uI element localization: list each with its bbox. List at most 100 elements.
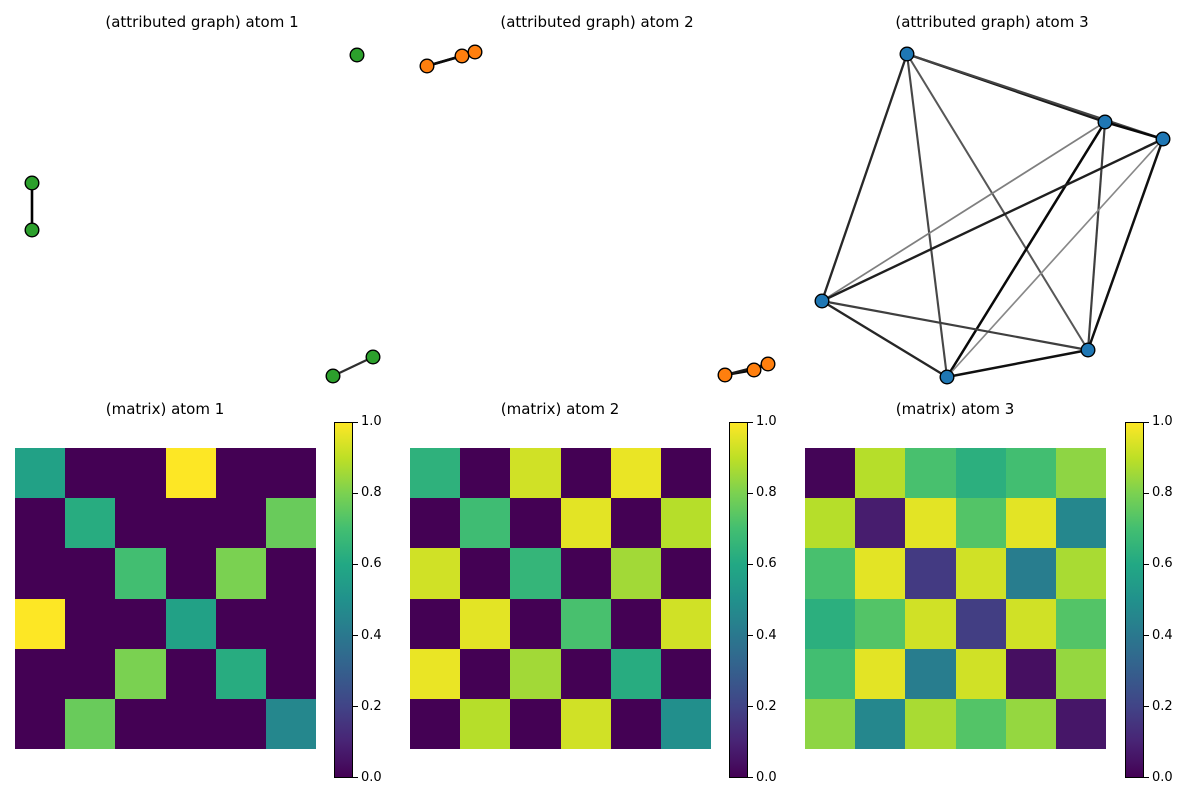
heatmap-cell — [805, 648, 856, 699]
colorbar-tick-label: 0.4 — [1152, 627, 1173, 643]
heatmap-cell — [660, 598, 711, 649]
heatmap-cell — [855, 448, 906, 499]
heatmap-cell — [115, 498, 166, 549]
colorbar-tick — [748, 563, 753, 566]
heatmap-cell — [660, 698, 711, 749]
colorbar-tick-label: 0.0 — [1152, 770, 1173, 785]
heatmap-cell — [460, 698, 511, 749]
heatmap-cell — [410, 648, 461, 699]
colorbar-tick — [353, 634, 358, 637]
heatmap-cell — [15, 498, 66, 549]
heatmap-cell — [660, 548, 711, 599]
graph-edge — [821, 300, 948, 378]
heatmap-atom-3 — [805, 448, 1106, 749]
graph-edge — [945, 121, 1107, 378]
graph-node — [760, 356, 776, 372]
graph-edge — [1104, 120, 1164, 141]
colorbar-tick-label: 0.4 — [756, 627, 777, 643]
colorbar-tick-label: 1.0 — [756, 414, 777, 429]
colorbar-tick-label: 1.0 — [361, 414, 382, 429]
heatmap-cell — [610, 448, 661, 499]
heatmap-cell — [215, 548, 266, 599]
heatmap-cell — [215, 598, 266, 649]
heatmap-cell — [660, 448, 711, 499]
colorbar-tick — [748, 492, 753, 494]
heatmap-cell — [955, 648, 1006, 699]
graph-edge — [905, 53, 949, 378]
heatmap-cell — [165, 498, 216, 549]
graph-edge — [821, 137, 1164, 303]
heatmap-cell — [1005, 598, 1056, 649]
heatmap-cell — [855, 648, 906, 699]
heatmap-cell — [265, 598, 316, 649]
graph-node — [349, 47, 365, 63]
colorbar-tick-label: 0.4 — [361, 627, 382, 643]
colorbar-tick-label: 0.6 — [361, 556, 382, 572]
graph-edge — [821, 121, 1106, 302]
graph-node — [814, 293, 830, 309]
colorbar-tick — [353, 492, 358, 494]
subplot-title-matrix-1: (matrix) atom 1 — [105, 400, 225, 418]
colorbar-tick-label: 0.8 — [756, 485, 777, 501]
colorbar-tick — [353, 563, 358, 566]
graph-node — [467, 44, 483, 60]
colorbar-tick-label: 0.0 — [361, 770, 382, 785]
heatmap-cell — [1055, 698, 1106, 749]
heatmap-cell — [905, 648, 956, 699]
heatmap-cell — [560, 698, 611, 749]
colorbar-tick — [1144, 492, 1149, 494]
heatmap-cell — [115, 598, 166, 649]
colorbar-tick — [353, 422, 358, 424]
heatmap-cell — [65, 598, 116, 649]
heatmap-cell — [510, 548, 561, 599]
colorbar-tick — [748, 422, 753, 424]
heatmap-cell — [115, 698, 166, 749]
heatmap-cell — [215, 698, 266, 749]
heatmap-cell — [955, 498, 1006, 549]
heatmap-cell — [15, 698, 66, 749]
heatmap-cell — [215, 448, 266, 499]
colorbar-tick — [353, 706, 358, 708]
heatmap-cell — [610, 698, 661, 749]
heatmap-cell — [265, 698, 316, 749]
subplot-title-graph-3: (attributed graph) atom 3 — [895, 13, 1089, 31]
graph-edge — [1086, 138, 1165, 351]
heatmap-cell — [115, 548, 166, 599]
colorbar-tick — [1144, 777, 1149, 779]
graph-node — [1155, 131, 1171, 147]
heatmap-cell — [560, 598, 611, 649]
heatmap-cell — [805, 598, 856, 649]
subplot-title-graph-1: (attributed graph) atom 1 — [105, 13, 299, 31]
heatmap-cell — [1055, 448, 1106, 499]
heatmap-cell — [855, 698, 906, 749]
heatmap-cell — [510, 598, 561, 649]
colorbar-tick-label: 0.0 — [756, 770, 777, 785]
graph-edge — [821, 299, 1089, 352]
heatmap-cell — [410, 598, 461, 649]
heatmap-cell — [265, 498, 316, 549]
graph-node — [365, 349, 381, 365]
graph-edge — [906, 53, 1089, 351]
heatmap-cell — [610, 648, 661, 699]
heatmap-cell — [610, 598, 661, 649]
subplot-title-graph-2: (attributed graph) atom 2 — [500, 13, 694, 31]
graph-edge — [820, 53, 909, 302]
heatmap-cell — [955, 448, 1006, 499]
heatmap-cell — [610, 548, 661, 599]
heatmap-cell — [65, 498, 116, 549]
colorbar-tick — [1144, 422, 1149, 424]
heatmap-cell — [510, 448, 561, 499]
heatmap-cell — [15, 648, 66, 699]
heatmap-cell — [855, 498, 906, 549]
heatmap-atom-2 — [410, 448, 711, 749]
heatmap-cell — [165, 698, 216, 749]
heatmap-cell — [15, 548, 66, 599]
heatmap-cell — [905, 498, 956, 549]
colorbar-tick-label: 0.8 — [1152, 485, 1173, 501]
colorbar-gradient — [729, 422, 748, 778]
heatmap-cell — [560, 448, 611, 499]
graph-edge — [946, 348, 1089, 379]
heatmap-cell — [805, 548, 856, 599]
heatmap-cell — [955, 548, 1006, 599]
